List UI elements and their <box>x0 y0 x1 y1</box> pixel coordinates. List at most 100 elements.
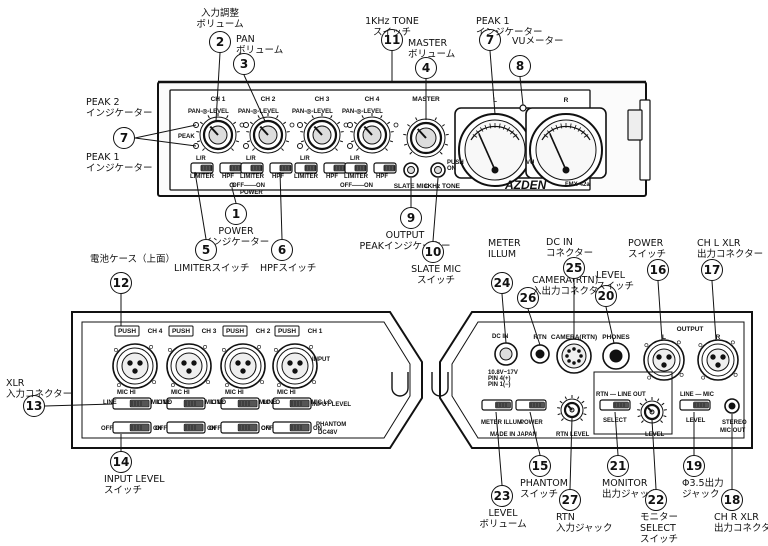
input-level-switch-2-lever <box>237 399 258 408</box>
xlr-input-3-screw <box>312 380 317 385</box>
front-lr-label: L/R <box>300 156 310 162</box>
rear-line-label: LINE <box>103 400 117 406</box>
leader-16 <box>529 411 541 456</box>
xlr-input-1-screw <box>206 380 211 385</box>
peak1-led-4 <box>347 143 353 149</box>
xlr-input-3-pin1 <box>287 360 293 366</box>
front-hpf-label: HPF <box>326 174 338 180</box>
vu-meter-r-channel-label: R <box>563 97 569 104</box>
callout-label-6: HPFスイッチ <box>260 263 317 274</box>
master-knob-tick <box>434 117 437 121</box>
xlr-input-3-screw <box>309 344 314 349</box>
rear-mic-hi-label: MIC HI <box>225 390 244 396</box>
callout-9: 8 <box>509 55 531 77</box>
rear-level-label: LEVEL <box>645 432 665 438</box>
leader-6 <box>279 171 283 240</box>
channel-knob-2-tick <box>257 115 260 119</box>
input-level-switch-3-lever <box>289 399 310 408</box>
leader-7a <box>134 124 197 139</box>
phantom-switch-0-lever <box>129 423 150 432</box>
front-limiter-label: LIMITER <box>344 174 368 180</box>
select-level-box <box>593 371 673 435</box>
vu-meter-r-tick <box>577 127 582 132</box>
rear-made-in-label: MADE IN JAPAN <box>490 432 537 438</box>
vu-meter-r-pivot <box>562 166 570 174</box>
front-brand: AZDEN <box>505 178 547 192</box>
rtn-level-knob-tick <box>561 418 564 421</box>
rear-line-label: LINE <box>263 400 277 406</box>
front-slate-label: SLATE MIC <box>393 183 429 190</box>
callout-27: 26 <box>517 287 539 309</box>
master-knob-tick <box>439 151 443 155</box>
camera-pin <box>577 359 581 363</box>
vu-meter-l-tick <box>479 127 484 132</box>
camera-pin <box>567 349 571 353</box>
front-limiter-label: LIMITER <box>240 174 264 180</box>
front-pan-level-label: PAN-◎-LEVEL <box>188 109 229 115</box>
xlr-input-2-pin3 <box>240 368 246 374</box>
rear-rtn-label: RTN <box>533 334 547 341</box>
xlr-input-1-pin3 <box>186 368 192 374</box>
callout-26: 25 <box>563 257 585 279</box>
leader-7b <box>134 137 197 147</box>
front-tone-label: 1KHz TONE <box>424 183 460 190</box>
channel-knob-1-pointer <box>209 125 219 136</box>
xlr-output-l-pin2 <box>666 354 672 360</box>
callout-1: 1 <box>225 203 247 225</box>
rtn-level-knob-tick <box>577 396 580 400</box>
rtn-level-knob-tick <box>580 418 583 421</box>
front-lr-label: L/R <box>350 156 360 162</box>
xlr-output-r-screw <box>698 343 703 348</box>
front-side-knob <box>627 109 643 141</box>
rear-dc-in-label: DC IN <box>492 334 509 340</box>
channel-knob-1-tick <box>231 148 234 151</box>
master-knob-tick <box>409 151 413 155</box>
rtn-level-knob-tick <box>557 413 561 416</box>
rear-off-label: OFF <box>209 426 221 432</box>
xlr-input-1-screw <box>203 344 208 349</box>
master-knob-tick <box>415 117 418 121</box>
camera-pin <box>565 354 569 358</box>
channel-knob-3-tick <box>311 115 314 119</box>
xlr-output-l-face <box>652 348 676 372</box>
xlr-output-r-face <box>706 348 730 372</box>
front-pan-level-label: PAN-◎-LEVEL <box>342 109 383 115</box>
callout-19: 18 <box>721 489 743 511</box>
callout-2: 2 <box>209 31 231 53</box>
rear-phantom-label: PHANTOM <box>316 422 347 428</box>
rear-r-label: R <box>715 334 721 341</box>
vu-meter-r-tick <box>560 123 563 129</box>
callout-label-13: 電池ケース（上面） <box>90 254 176 265</box>
phantom-switch-2-lever <box>237 423 258 432</box>
rear-right-hook <box>431 372 449 397</box>
xlr-output-r-pin1 <box>710 354 716 360</box>
monitor-level-knob-tick <box>639 402 643 406</box>
callout-6: 6 <box>271 239 293 261</box>
leader-5 <box>194 171 207 240</box>
channel-knob-4-tick <box>356 148 359 151</box>
xlr-output-l-screw <box>676 340 681 345</box>
vu-meter-r-tick <box>550 127 555 132</box>
leader-27 <box>527 308 541 346</box>
master-knob-pointer <box>417 128 427 139</box>
callout-22: 21 <box>607 455 629 477</box>
vu-meter-l-tick <box>509 130 515 135</box>
vu-meter-l-tick <box>484 124 488 130</box>
xlr-input-0-pin2 <box>137 360 143 366</box>
camera-pin <box>577 349 581 353</box>
channel-knob-2-tick <box>246 140 251 143</box>
xlr-output-l-pin1 <box>656 354 662 360</box>
front-hpf-label: HPF <box>222 174 234 180</box>
vu-meter-r-tick <box>546 130 552 135</box>
rtn-level-knob-tick <box>583 413 587 416</box>
callout-11: 10 <box>422 241 444 263</box>
rear-input-label: INPUT <box>312 357 330 363</box>
